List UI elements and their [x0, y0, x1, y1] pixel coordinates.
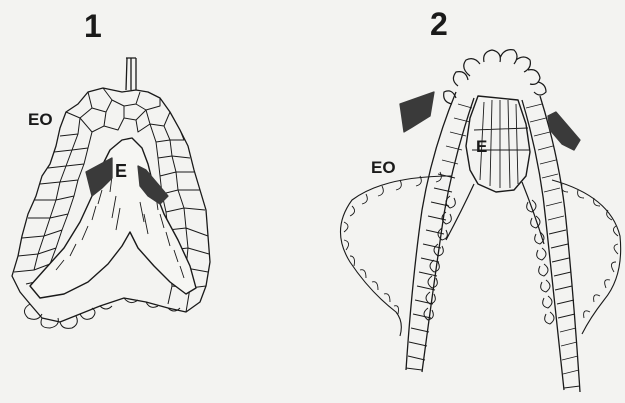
panel-1-eo-label: EO [28, 111, 53, 128]
panel-2-arrow-left [400, 92, 434, 132]
panel-2-left-loop [340, 176, 452, 336]
panel-1-e-label: E [115, 162, 127, 180]
panel-2-e-label: E [476, 138, 487, 155]
panel-1-number: 1 [84, 10, 102, 42]
panel-2-number: 2 [430, 8, 448, 40]
panel-1-drawing [12, 58, 210, 328]
panel-1-bottom-cells [24, 298, 180, 328]
panel-2-left-loop-cells [344, 172, 441, 314]
panel-2-eo-label: EO [371, 159, 396, 176]
panel-1-stalk [126, 58, 136, 90]
panel-2-drawing [340, 50, 620, 392]
panel-2-bubble-chain-left [424, 196, 455, 320]
panel-1-epithelium [30, 138, 196, 298]
panel-2-right-loop-cells [562, 184, 618, 318]
panel-2-crown [444, 50, 546, 104]
